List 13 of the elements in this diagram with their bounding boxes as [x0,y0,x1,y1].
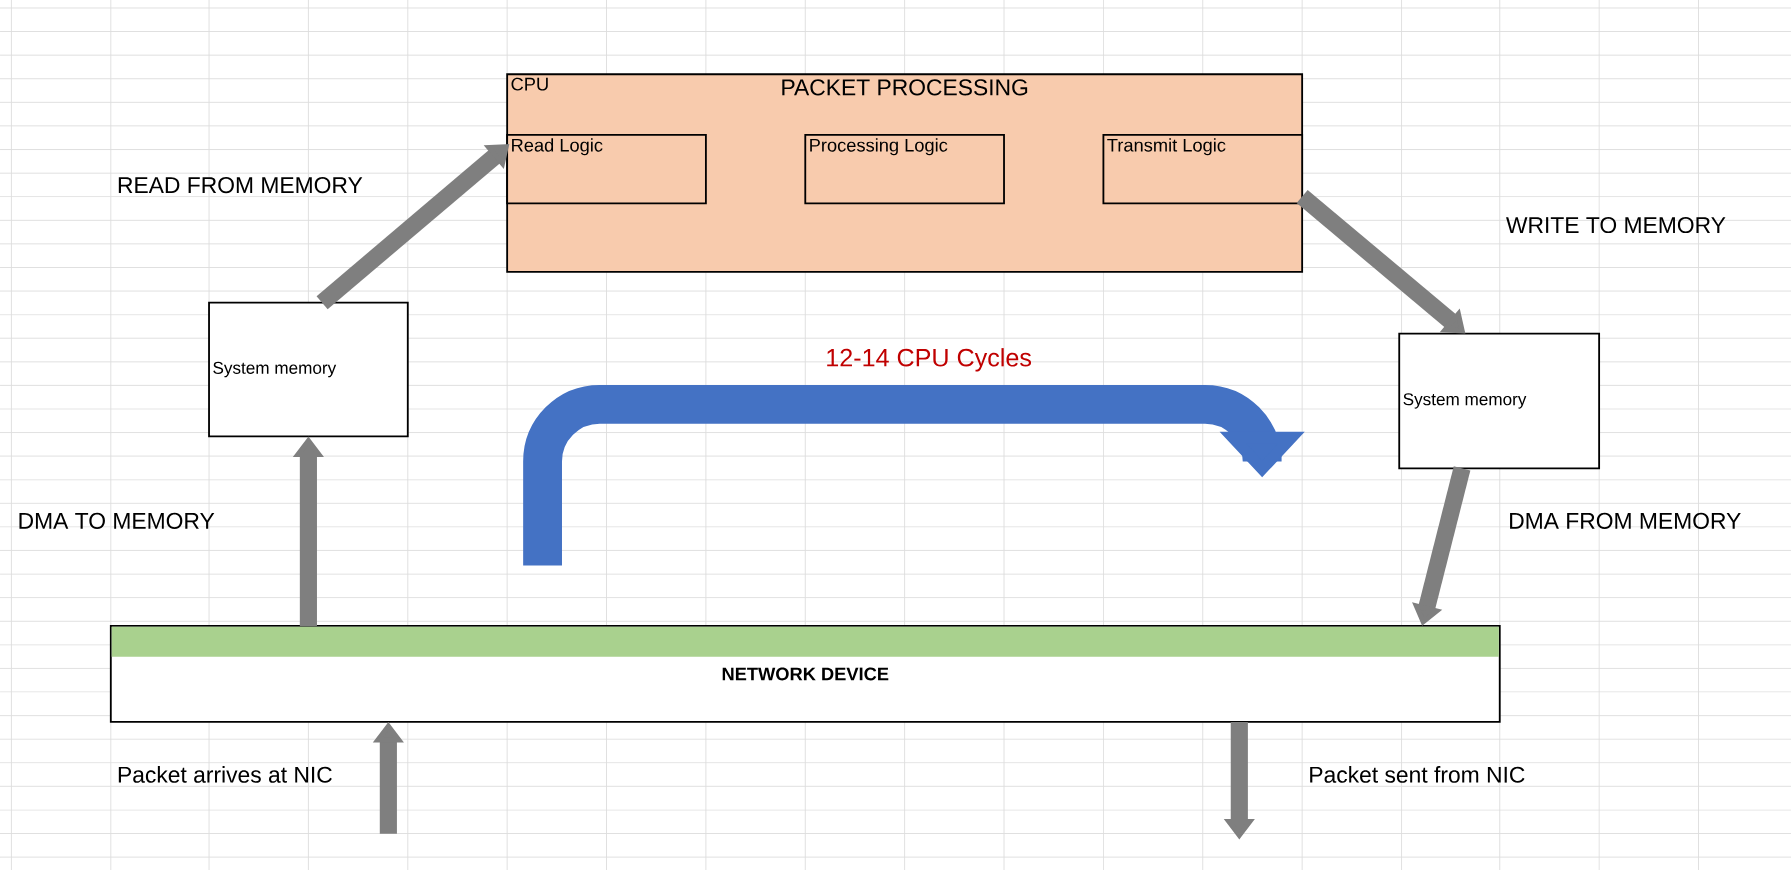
text-label: READ FROM MEMORY [118,176,363,193]
logic-box: Processing Logic [804,133,1005,205]
memory-box: System memory [208,301,409,438]
text-label: Packet arrives at NIC [118,765,332,783]
memory-box: System memory [1398,332,1601,470]
text-label: WRITE TO MEMORY [1506,216,1726,233]
text-label: 12-14 CPU Cycles [827,347,1031,372]
text-label: Packet sent from NIC [1310,765,1525,783]
logic-box: Transmit Logic [1102,133,1304,205]
logic-box: Read Logic [506,133,707,205]
text-label: DMA TO MEMORY [19,512,215,529]
network-device-box: NETWORK DEVICE [109,624,1501,723]
text-label: DMA FROM MEMORY [1510,512,1741,529]
